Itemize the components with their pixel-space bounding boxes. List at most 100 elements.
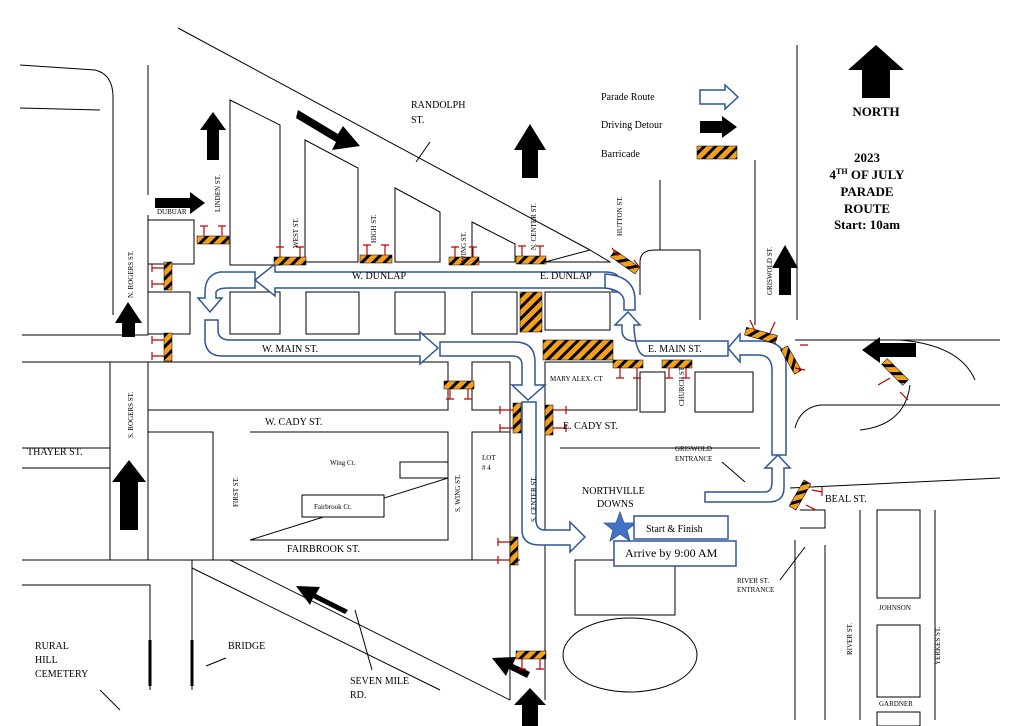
beal-road-top (789, 477, 1001, 489)
title-line2: 4TH OF JULY (830, 167, 905, 182)
block-center-se (544, 361, 638, 411)
barricade-griswold-main (744, 326, 778, 344)
barricade-w-main (443, 380, 475, 390)
barricade-church (661, 359, 693, 369)
places: NORTHVILLE DOWNS Start & Finish Arrive b… (35, 486, 737, 711)
detour-arrows (112, 45, 916, 726)
block-west-high (304, 139, 359, 263)
label-river-entrance-1: RIVER ST. (737, 577, 769, 585)
start-finish-box (633, 515, 729, 540)
title-line3: PARADE (840, 184, 893, 199)
block-johnson (876, 509, 921, 599)
label-lot-1: LOT (482, 454, 496, 462)
block-2 (305, 291, 360, 335)
label-randolph-2: ST. (411, 115, 424, 126)
barricade-linden (196, 235, 230, 245)
label-linden: LINDEN ST. (214, 175, 222, 212)
block-w-main-south (147, 361, 449, 411)
label-cemetery-3: CEMETERY (35, 669, 88, 680)
title-start-time: Start: 10am (834, 217, 900, 232)
label-cemetery-2: HILL (35, 655, 58, 666)
label-church: CHURCH ST (678, 366, 686, 406)
label-cemetery-1: RURAL (35, 641, 69, 652)
label-river: RIVER ST. (846, 623, 854, 655)
block-south (876, 711, 921, 726)
label-s-center: S. CENTER ST. (530, 476, 538, 522)
block-gardner (876, 624, 921, 698)
block-wing-center (471, 221, 516, 263)
detour-arrow-south-center (514, 688, 546, 726)
north-label: NORTH (852, 104, 899, 119)
block-dubuar (147, 219, 195, 265)
label-yerkes: YERKES ST. (934, 626, 942, 665)
road-nw (19, 107, 101, 111)
legend-detour-arrow-icon (700, 116, 737, 138)
street-labels: RANDOLPH ST. W. DUNLAP E. DUNLAP W. MAIN… (27, 100, 942, 708)
route-w-main-arrow (204, 319, 440, 366)
arrive-label: Arrive by 9:00 AM (625, 546, 718, 560)
detour-arrow-east-main (862, 337, 916, 363)
route-griswold-entrance (704, 453, 792, 503)
barricade-east-curve (881, 358, 909, 386)
route-e-main-arrow (613, 310, 729, 357)
label-e-dunlap: E. DUNLAP (540, 271, 592, 282)
label-west: WEST ST. (292, 218, 300, 248)
barricade-center-block (519, 291, 543, 333)
barricade-rogers-main (163, 332, 173, 362)
barricade-west (273, 256, 307, 266)
label-e-main: E. MAIN ST. (648, 344, 702, 355)
label-w-cady: W. CADY ST. (265, 417, 322, 428)
seven-mile-pointer (354, 609, 373, 671)
e-main-road-bottom (794, 404, 1000, 429)
block-3 (394, 291, 446, 335)
block-lot4 (471, 431, 511, 561)
city-blocks (147, 99, 921, 726)
block-linden-west (229, 99, 281, 266)
label-wing: WING ST. (460, 232, 468, 262)
label-griswold-entrance-1: GRISWOLD (675, 445, 712, 453)
block-cady-2 (249, 431, 449, 541)
legend-barricade-label: Barricade (601, 149, 640, 160)
label-johnson: JOHNSON (879, 604, 911, 612)
block-high-wing (394, 187, 441, 263)
barricade-e-main-east (780, 345, 802, 375)
block-center-sw (471, 361, 511, 411)
label-randolph-1: RANDOLPH (411, 100, 465, 111)
seven-mile-road-top (191, 567, 441, 691)
label-seven-mile-1: SEVEN MILE (350, 676, 409, 687)
label-e-cady: E. CADY ST. (563, 421, 618, 432)
start-finish-star-icon (602, 510, 638, 542)
label-river-entrance-2: ENTRANCE (737, 586, 774, 594)
east-curve-road (899, 339, 976, 381)
legend-parade-route-label: Parade Route (601, 92, 655, 103)
barricades (151, 225, 909, 670)
barricade-n-center (515, 255, 547, 265)
detour-arrow-n-rogers (115, 302, 142, 337)
block-1 (229, 291, 281, 335)
label-high: HIGH ST. (370, 214, 378, 243)
label-n-center: N. CENTER ST. (530, 203, 538, 250)
legend-parade-route-arrow-icon (699, 83, 740, 111)
road-nw-curve (19, 64, 114, 315)
label-fairbrook-st: FAIRBROOK ST. (287, 544, 360, 555)
barricade-s-center-cady (512, 402, 522, 434)
route-s-center-arrow (521, 401, 587, 554)
title-year: 2023 (854, 150, 881, 165)
label-seven-mile-2: RD. (350, 690, 366, 701)
parade-route (196, 262, 792, 554)
block-center-hutton (544, 249, 612, 263)
label-northville-1: NORTHVILLE (582, 486, 645, 497)
block-church-east (694, 371, 754, 413)
beal-stub (800, 509, 826, 529)
detour-arrow-linden-north (200, 112, 226, 160)
detour-arrow-n-center (514, 124, 546, 178)
north-arrow-icon (848, 45, 904, 98)
block-fairbrook-ct (301, 494, 385, 518)
block-mary-alex (639, 371, 666, 413)
label-mary-alex: MARY ALEX. CT (550, 375, 604, 383)
label-beal: BEAL ST. (825, 494, 867, 505)
detour-arrow-dubuar-east (155, 192, 205, 214)
detour-arrow-griswold-north (772, 245, 798, 295)
east-curve-road-2 (859, 384, 911, 431)
